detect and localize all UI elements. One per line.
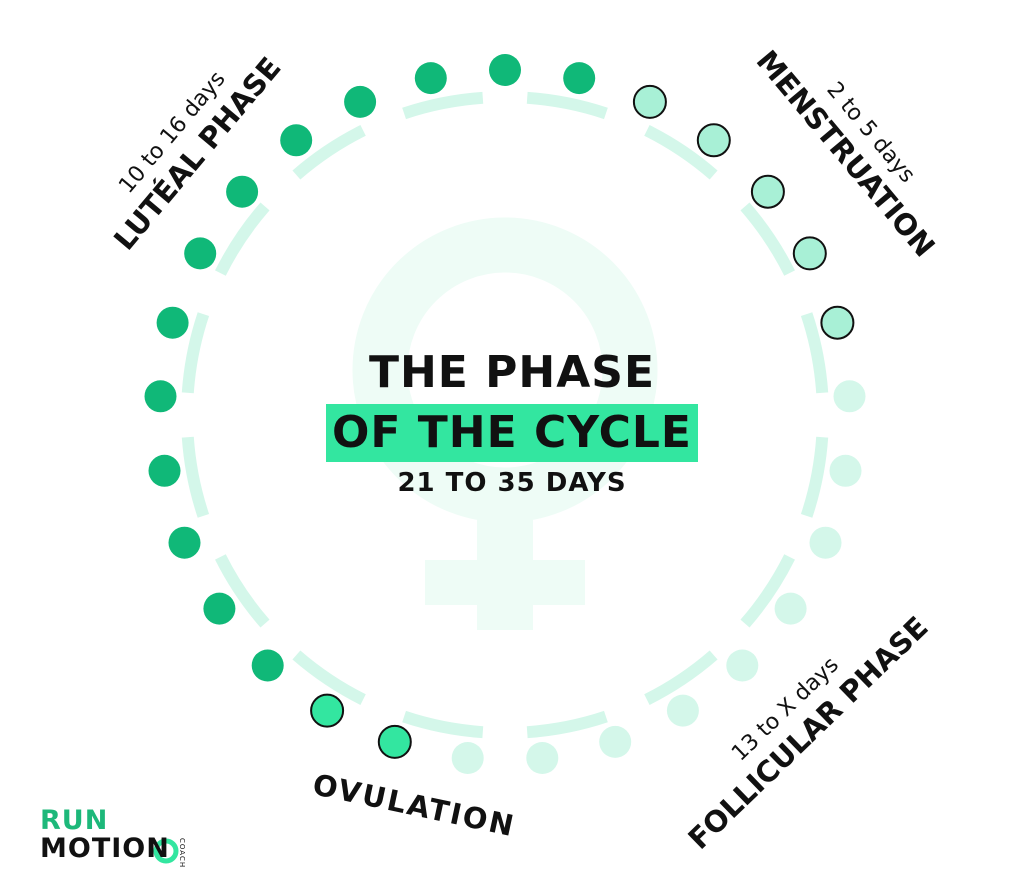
follicular-day-dot: [526, 742, 559, 774]
ovulation-day-dot: [310, 693, 345, 728]
ovulation-day-dot: [377, 724, 412, 759]
menstruation-day-dot: [696, 123, 731, 158]
menstruation-day-dot: [792, 236, 827, 271]
luteal-phase-label: LUTÉAL PHASE: [107, 51, 287, 257]
logo-run: RUN: [40, 805, 109, 836]
ring-arc: [526, 91, 608, 120]
luteal-day-dot: [203, 592, 236, 625]
ring-arc: [644, 650, 718, 705]
title-line-2: OF THE CYCLE: [326, 404, 698, 462]
follicular-day-dot: [599, 725, 632, 758]
ring-arc: [740, 202, 795, 276]
follicular-day-dot: [726, 649, 759, 682]
ring-arc: [402, 710, 484, 739]
follicular-day-dot: [451, 742, 484, 774]
luteal-day-dot: [563, 62, 596, 95]
cycle-day-dots: [144, 54, 866, 774]
follicular-day-dot: [829, 454, 862, 487]
luteal-day-dot: [168, 526, 201, 559]
luteal-day-dot: [226, 175, 259, 208]
venus-symbol-watermark: [352, 217, 658, 630]
luteal-day-dot: [156, 306, 189, 339]
luteal-day-dot: [489, 54, 521, 86]
menstruation-day-dot: [632, 84, 667, 119]
follicular-day-dot: [833, 380, 866, 413]
watermark-ring: [352, 217, 658, 523]
ring-arc: [526, 710, 608, 739]
ring-arc: [181, 436, 210, 518]
ring-arc: [740, 554, 795, 628]
luteal-day-dot: [144, 380, 177, 413]
ring-arc: [215, 554, 270, 628]
title-highlight: OF THE CYCLE: [0, 404, 1024, 462]
title-line-1: THE PHASE: [368, 347, 656, 398]
luteal-day-dot: [344, 85, 377, 118]
follicular-phase-label: FOLLICULAR PHASE: [681, 610, 934, 856]
menstruation-day-dot: [750, 174, 785, 209]
follicular-day-dot: [809, 526, 842, 559]
ring-arc: [215, 202, 270, 276]
cycle-length: 21 TO 35 DAYS: [397, 468, 627, 498]
ring-arc: [800, 312, 829, 394]
inner-ring-arcs: [181, 91, 829, 739]
luteal-day-dot: [280, 124, 313, 157]
luteal-day-dot: [148, 454, 181, 487]
menstruation-phase-label: MENSTRUATION: [750, 44, 942, 264]
ring-arc: [292, 125, 366, 180]
logo-coach: COACH: [178, 838, 186, 869]
ring-arc: [644, 125, 718, 180]
ovulation-label: OVULATION: [310, 767, 519, 843]
luteal-day-dot: [184, 237, 217, 270]
logo-ring-icon: [153, 838, 179, 864]
ring-arc: [800, 436, 829, 518]
logo-motion: MOTION: [40, 833, 170, 864]
follicular-day-dot: [774, 592, 807, 625]
luteal-day-dot: [251, 649, 284, 682]
ring-arc: [402, 91, 484, 120]
follicular-day-dot: [666, 694, 699, 727]
ring-arc: [181, 312, 210, 394]
watermark-bar: [425, 560, 585, 605]
luteal-day-dot: [414, 62, 447, 95]
menstruation-day-dot: [820, 305, 855, 340]
ring-arc: [292, 650, 366, 705]
